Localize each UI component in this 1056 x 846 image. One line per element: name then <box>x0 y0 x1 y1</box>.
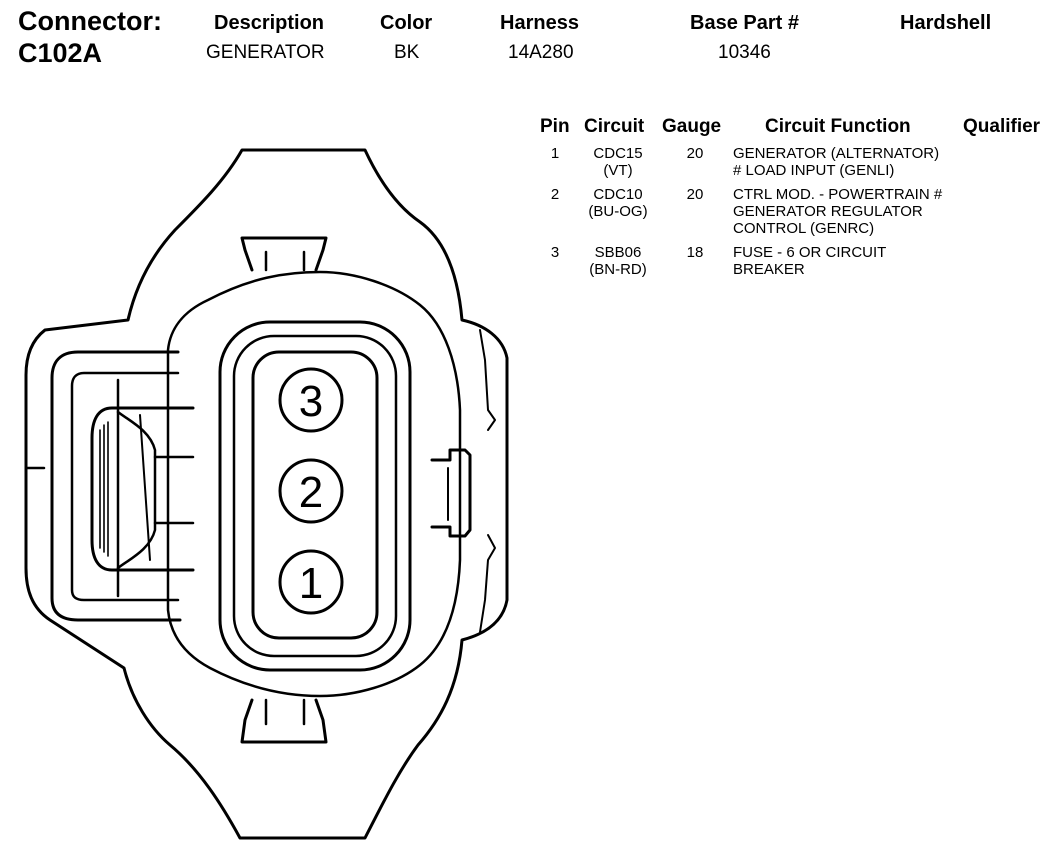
circuit-color: (VT) <box>603 162 633 179</box>
color-value: BK <box>394 42 420 63</box>
pin-label: 2 <box>299 468 323 517</box>
circuit-code: CDC10 <box>593 186 643 203</box>
pin-cavity-1 <box>278 549 344 615</box>
harness-header: Harness <box>500 12 579 34</box>
hardshell-header: Hardshell <box>900 12 992 34</box>
right-key <box>430 448 472 538</box>
latch-ridge <box>116 410 157 570</box>
circuit-function-line: FUSE - 6 OR CIRCUIT <box>733 244 887 261</box>
circuit-code: SBB06 <box>594 244 642 261</box>
circuit-function-line: # LOAD INPUT (GENLI) <box>733 162 895 179</box>
latch-finger-grip <box>99 421 109 557</box>
pin-number: 3 <box>550 244 560 261</box>
cavity-outer-wall <box>218 320 412 672</box>
circuit-function-line: GENERATOR (ALTERNATOR) <box>733 145 940 162</box>
circuit-column-header: Circuit <box>584 116 645 137</box>
description-value: GENERATOR <box>206 42 325 63</box>
housing-outer-outline <box>24 148 509 840</box>
circuit-function-line: BREAKER <box>733 261 805 278</box>
latch-ridge-line <box>139 414 151 561</box>
base-part-value: 10346 <box>718 42 771 63</box>
cavity-middle-wall <box>232 334 398 658</box>
wire-gauge: 18 <box>686 244 704 261</box>
base-part-header: Base Part # <box>690 12 799 34</box>
circuit-function-line: GENERATOR REGULATOR <box>733 203 923 220</box>
color-header: Color <box>380 12 433 34</box>
harness-value: 14A280 <box>508 42 574 63</box>
gauge-column-header: Gauge <box>662 116 722 137</box>
pin-number: 2 <box>550 186 560 203</box>
pin-column-header: Pin <box>540 116 570 137</box>
circuit-code: CDC15 <box>593 145 643 162</box>
pin-label: 3 <box>299 377 323 426</box>
pin-label: 1 <box>299 559 323 608</box>
latch-inner-outline <box>70 371 180 602</box>
function-column-header: Circuit Function <box>765 116 911 137</box>
description-header: Description <box>214 12 325 34</box>
housing-inner-outline <box>166 270 462 698</box>
qualifier-column-header: Qualifier <box>963 116 1041 137</box>
wire-gauge: 20 <box>686 145 704 162</box>
latch-outer-outline <box>50 350 182 622</box>
circuit-color: (BN-RD) <box>589 261 647 278</box>
top-key <box>240 236 328 272</box>
pin-cavity-3 <box>278 367 344 433</box>
connector-id: C102A <box>18 38 103 68</box>
right-rib <box>479 329 496 431</box>
circuit-function-line: CONTROL (GENRC) <box>733 220 875 237</box>
circuit-function-line: CTRL MOD. - POWERTRAIN # <box>733 186 943 203</box>
pin-cavity-2 <box>278 458 344 524</box>
latch-tab <box>90 406 195 572</box>
pin-number: 1 <box>550 145 560 162</box>
wire-gauge: 20 <box>686 186 704 203</box>
circuit-color: (BU-OG) <box>588 203 648 220</box>
cavity-inner-wall <box>251 350 379 640</box>
bottom-key <box>240 698 328 744</box>
right-rib <box>479 534 496 633</box>
connector-label: Connector: <box>18 6 162 36</box>
